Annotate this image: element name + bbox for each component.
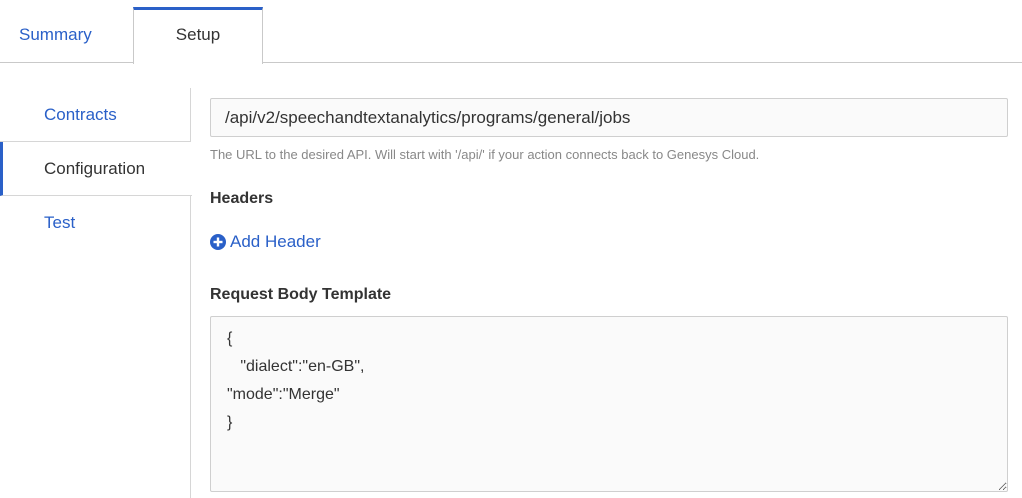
headers-section-label: Headers <box>210 190 274 207</box>
sidenav-item-contracts[interactable]: Contracts <box>0 88 191 142</box>
request-url-input[interactable] <box>210 98 1008 137</box>
add-header-button[interactable]: Add Header <box>210 231 321 253</box>
tab-summary[interactable]: Summary <box>19 25 92 44</box>
add-header-label: Add Header <box>230 232 321 251</box>
request-body-template-textarea[interactable]: { "dialect":"en-GB", "mode":"Merge" } <box>210 316 1008 492</box>
sidenav-item-configuration[interactable]: Configuration <box>0 142 192 196</box>
sidenav-item-test[interactable]: Test <box>44 213 76 232</box>
plus-circle-icon <box>210 234 226 250</box>
request-url-help-text: The URL to the desired API. Will start w… <box>210 147 760 162</box>
tab-setup[interactable]: Setup <box>133 7 263 64</box>
request-body-template-label: Request Body Template <box>210 286 392 303</box>
setup-side-nav: Contracts Configuration Test <box>0 88 192 498</box>
top-tab-bar: Summary Setup <box>0 0 1022 64</box>
